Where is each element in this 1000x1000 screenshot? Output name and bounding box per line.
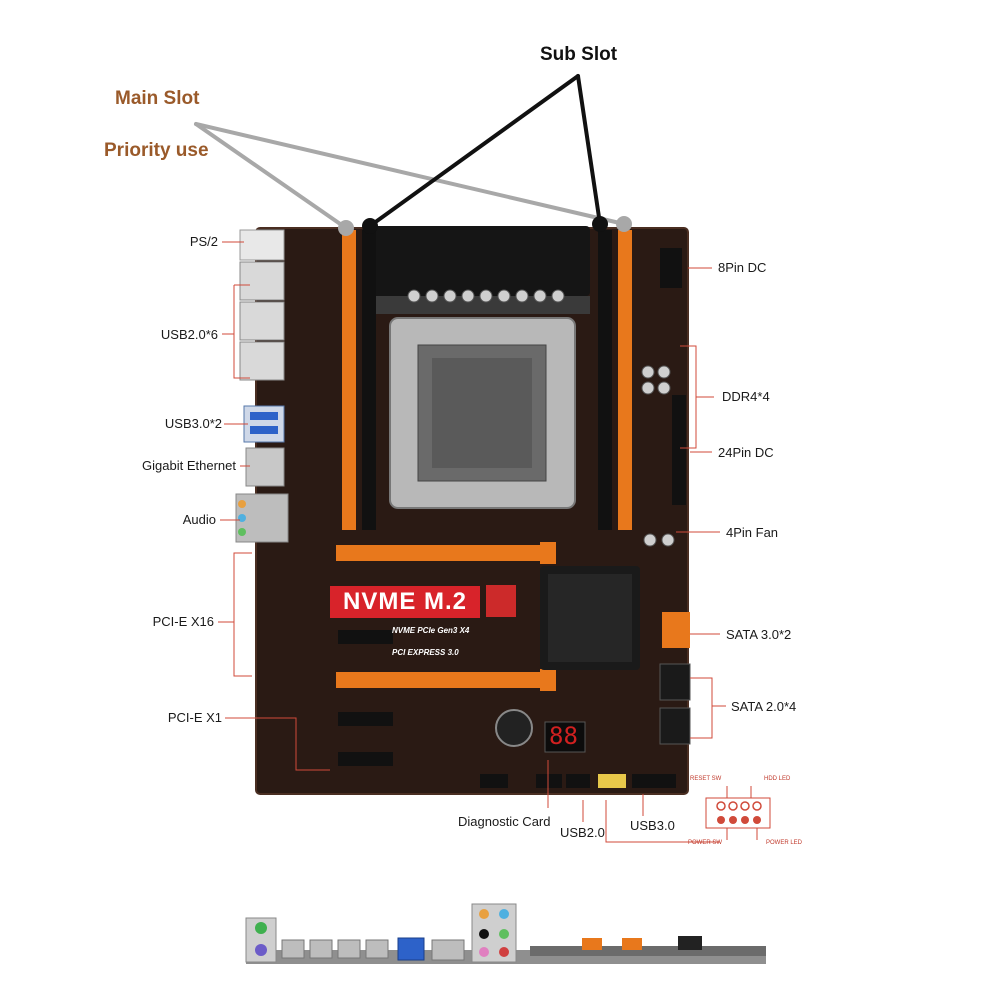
24pin-dc-label: 24Pin DC xyxy=(718,445,774,460)
pcie-x1-slot-2 xyxy=(338,712,393,726)
rear-io-block xyxy=(235,229,289,543)
24pin-connector xyxy=(672,395,686,505)
hdd-led-label: HDD LED xyxy=(764,776,791,782)
capacitors xyxy=(407,289,675,547)
priority-use-label: Priority use xyxy=(104,140,209,161)
ddr4x4-label: DDR4*4 xyxy=(722,389,770,404)
8pin-dc-label: 8Pin DC xyxy=(718,260,767,275)
dimm-slot-sub-left xyxy=(362,230,376,530)
usb30-header-label: USB3.0 xyxy=(630,818,675,833)
diagnostic-card-label: Diagnostic Card xyxy=(458,814,551,829)
power-sw-label: POWER SW xyxy=(688,840,722,846)
reset-sw-label: RESET SW xyxy=(690,776,722,782)
sub-slot-label: Sub Slot xyxy=(540,44,618,65)
4pin-fan-label: 4Pin Fan xyxy=(726,525,779,540)
cmos-battery xyxy=(495,709,533,747)
pci-express-text: PCI EXPRESS 3.0 xyxy=(392,648,459,657)
front-panel-diagram xyxy=(705,786,771,840)
sata2-ports-upper xyxy=(659,663,691,701)
dimm-slot-main-left xyxy=(342,230,356,530)
sata20x4-label: SATA 2.0*4 xyxy=(731,699,797,714)
diagnostic-display xyxy=(544,721,586,753)
pcie-x1-slot-1 xyxy=(338,630,393,644)
vrm-heatsink xyxy=(368,226,590,296)
usb20x6-label: USB2.0*6 xyxy=(160,327,218,342)
usb20-header-label: USB2.0 xyxy=(560,825,605,840)
slot-callout-lines xyxy=(194,74,632,236)
pcie-x16-slot-2 xyxy=(336,672,546,688)
pcie-x1-label: PCI-E X1 xyxy=(167,710,222,725)
dimm-slot-main-right xyxy=(618,230,632,530)
gigabit-ethernet-label: Gigabit Ethernet xyxy=(142,458,236,473)
sata30x2-label: SATA 3.0*2 xyxy=(726,627,792,642)
sata2-ports-lower xyxy=(659,707,691,745)
usb30x2-label: USB3.0*2 xyxy=(164,416,222,431)
pcie-x16-label: PCI-E X16 xyxy=(152,614,214,629)
audio-label: Audio xyxy=(182,512,216,527)
ps2-label: PS/2 xyxy=(189,234,218,249)
diag-digits: 88 xyxy=(549,722,578,750)
main-slot-label: Main Slot xyxy=(115,88,200,109)
cpu-socket xyxy=(389,317,576,509)
dimm-slot-sub-right xyxy=(598,230,612,530)
nvme-badge xyxy=(330,586,480,618)
rear-io-side-view xyxy=(245,903,766,964)
pcie-x1-slot-3 xyxy=(338,752,393,766)
label-leader-lines xyxy=(218,241,726,843)
pcie-x16-slot-1 xyxy=(336,545,546,561)
nvme-sub-text: NVME PCIe Gen3 X4 xyxy=(392,626,470,635)
sata3-ports xyxy=(662,612,690,648)
8pin-connector xyxy=(660,248,682,288)
power-led-label: POWER LED xyxy=(766,840,803,846)
nvme-badge-text: NVME M.2 xyxy=(342,588,467,615)
